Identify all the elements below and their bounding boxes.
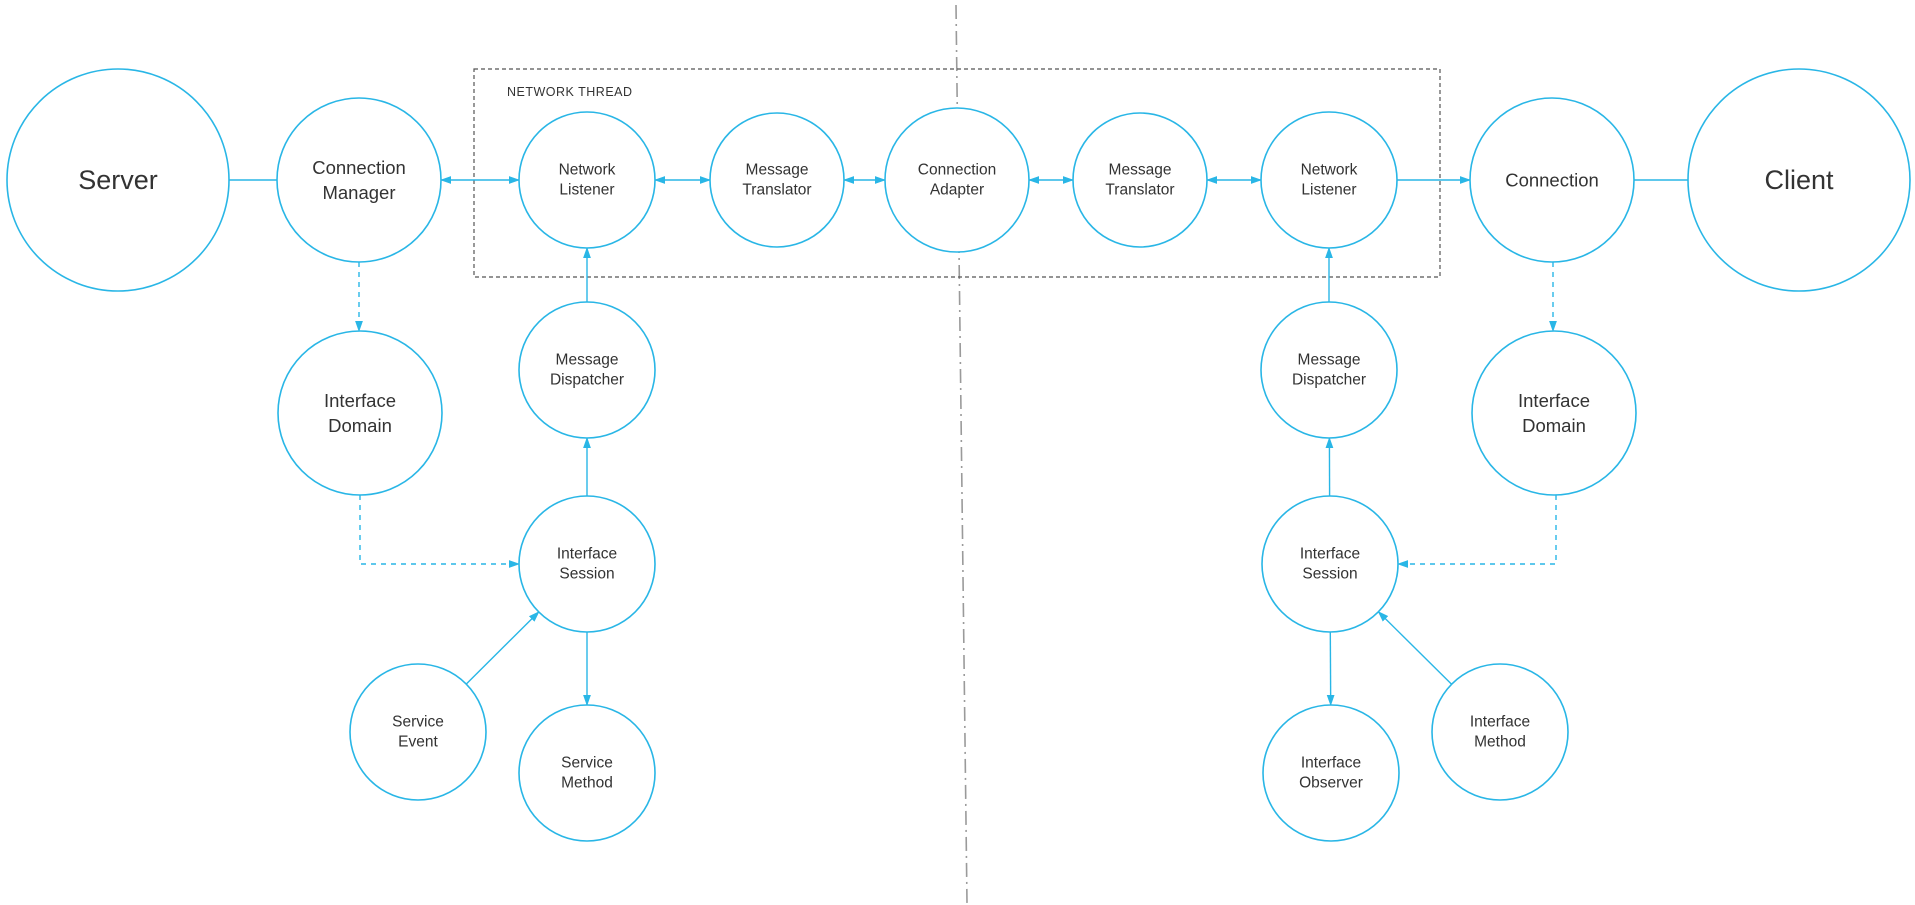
node-circle [1431, 663, 1569, 801]
node-label: Manager [322, 182, 395, 203]
node-label: Method [1474, 734, 1526, 751]
network-thread-boundary [473, 68, 1441, 278]
node-circle [349, 663, 487, 801]
node-label: Message [746, 162, 809, 179]
node-label: Service [561, 755, 613, 772]
edge-s-service-event-to-s-iface-session [465, 611, 540, 685]
node-label: Listener [1301, 182, 1356, 199]
node-label: Translator [1105, 182, 1174, 199]
connections-layer [229, 176, 1688, 707]
node-circle [277, 330, 443, 496]
node-circle [1260, 301, 1398, 439]
node-circle [6, 68, 230, 292]
node-label: Dispatcher [1292, 372, 1366, 389]
node-circle [518, 111, 656, 249]
node-circle [1072, 112, 1208, 248]
node-circle [1469, 97, 1635, 263]
edge-c-iface-domain-to-c-iface-session [1396, 495, 1557, 568]
node-label: Listener [559, 182, 614, 199]
node-label: Message [1109, 162, 1172, 179]
network-thread-label: NETWORK THREAD [507, 85, 633, 99]
node-label: Interface [1300, 546, 1360, 563]
node-c-connection: Connection [1469, 97, 1635, 263]
node-client: Client [1687, 68, 1911, 292]
node-label: Adapter [930, 182, 984, 199]
node-label: Connection [918, 162, 996, 179]
node-circle [1687, 68, 1911, 292]
node-label: Message [1298, 352, 1361, 369]
node-label: Network [559, 162, 616, 179]
node-circle [1262, 704, 1400, 842]
node-label: Session [1302, 566, 1357, 583]
node-label: Server [78, 165, 158, 195]
node-circle [1471, 330, 1637, 496]
node-label: Interface [557, 546, 617, 563]
edge-c-iface-method-to-c-iface-session [1377, 611, 1453, 685]
node-circle [1260, 111, 1398, 249]
node-label: Translator [742, 182, 811, 199]
node-circle [518, 301, 656, 439]
node-label: Dispatcher [550, 372, 624, 389]
node-label: Observer [1299, 775, 1363, 792]
node-label: Session [559, 566, 614, 583]
edge-s-iface-domain-to-s-iface-session [359, 495, 521, 568]
node-circle [518, 495, 656, 633]
node-label: Event [398, 734, 438, 751]
node-label: Domain [1522, 415, 1586, 436]
node-label: Interface [1518, 390, 1590, 411]
node-circle [884, 107, 1030, 253]
node-circle [276, 97, 442, 263]
node-circle [1261, 495, 1399, 633]
node-label: Connection [312, 157, 406, 178]
node-label: Client [1764, 165, 1834, 195]
node-label: Service [392, 714, 444, 731]
node-label: Connection [1505, 170, 1599, 191]
node-label: Domain [328, 415, 392, 436]
node-label: Interface [1301, 755, 1361, 772]
node-label: Interface [324, 390, 396, 411]
node-server: Server [6, 68, 230, 292]
node-label: Method [561, 775, 613, 792]
node-circle [518, 704, 656, 842]
node-label: Network [1301, 162, 1358, 179]
node-label: Interface [1470, 714, 1530, 731]
node-circle [709, 112, 845, 248]
node-label: Message [556, 352, 619, 369]
